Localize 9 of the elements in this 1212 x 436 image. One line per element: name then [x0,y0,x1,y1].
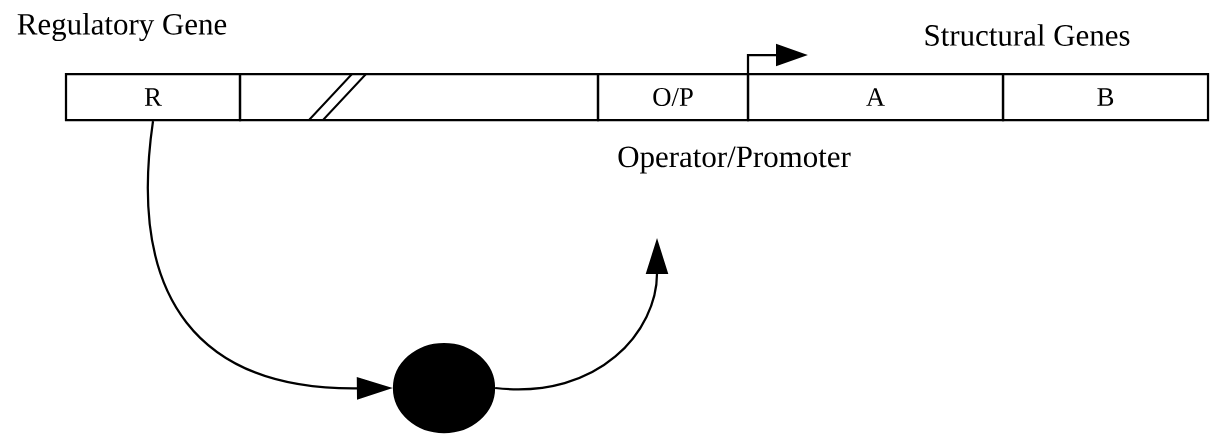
region-label: Operator/Promoter [618,146,851,174]
protein-blob [392,342,496,434]
gene-segment [238,72,600,122]
gene-segment: B [1001,72,1210,122]
region-label: Structural Genes [925,24,1130,46]
gene-segment: A [746,72,1005,122]
region-label: Regulatory Gene [17,12,227,42]
gene-segment: O/P [596,72,750,122]
gene-segment: R [64,72,242,122]
